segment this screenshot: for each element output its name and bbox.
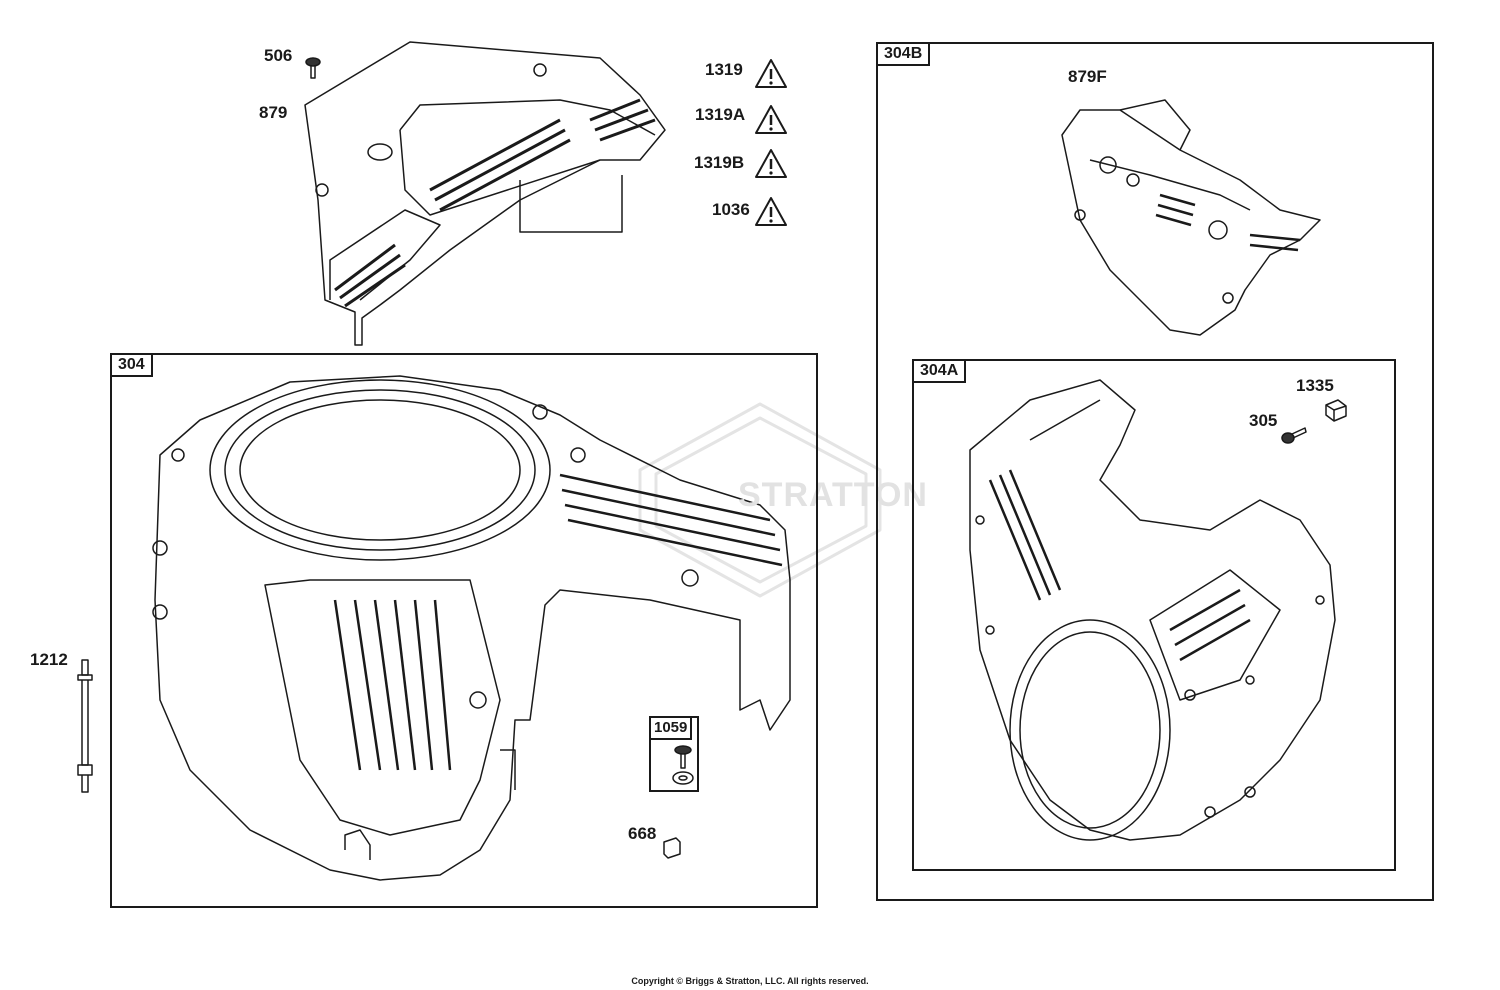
box-304-tag: 304 [110,353,153,377]
box-1059: 1059 [649,716,699,792]
part-304-housing [152,375,791,881]
part-1059-screw [672,745,694,785]
warning-triangle-icon [755,105,787,134]
watermark-logo [638,402,882,598]
box-304A-tag: 304A [912,359,967,383]
label-879F: 879F [1068,67,1107,86]
label-1319A: 1319A [695,105,746,124]
warning-triangle-icon [755,149,787,178]
warning-triangle-icon [755,59,787,88]
part-1212-stud [77,659,93,793]
part-304A-housing [969,379,1336,841]
part-668-nut [663,837,681,859]
label-1335: 1335 [1296,376,1334,395]
part-1335-spacer [1325,399,1347,422]
box-304: 304 [110,353,818,908]
label-668: 668 [628,824,657,843]
watermark-text: STRATTON [738,476,928,514]
label-1212: 1212 [30,650,68,669]
part-305-bolt [1281,427,1307,444]
label-1036: 1036 [712,200,750,219]
label-879: 879 [259,103,288,122]
label-305: 305 [1249,411,1278,430]
box-304B-tag: 304B [876,42,931,66]
label-1319: 1319 [705,60,743,79]
box-304A: 304A [912,359,1396,871]
part-506-screw [305,57,321,79]
label-1319B: 1319B [694,153,745,172]
box-304B: 304B [876,42,1434,901]
label-506: 506 [264,46,293,65]
box-1059-tag: 1059 [649,716,693,740]
part-879F-cover [1061,99,1321,336]
part-879-cover [304,41,666,346]
copyright-notice: Copyright © Briggs & Stratton, LLC. All … [631,976,869,986]
warning-triangle-icon [755,197,787,226]
